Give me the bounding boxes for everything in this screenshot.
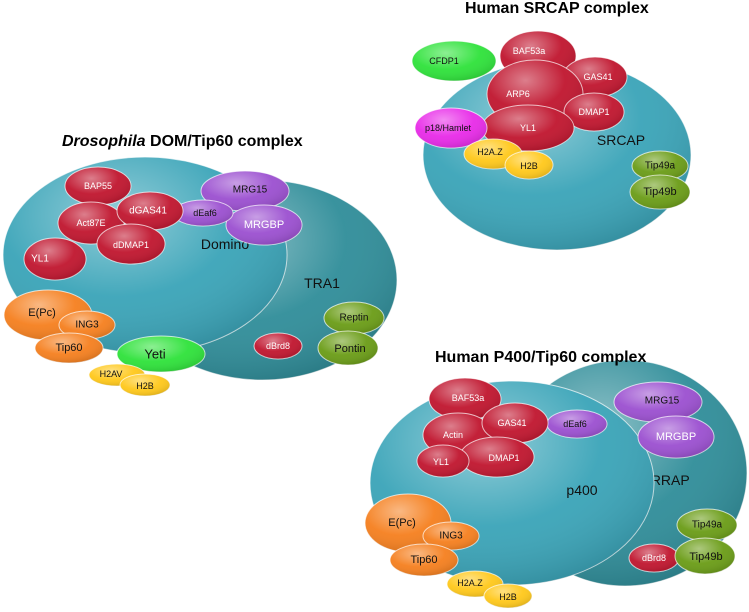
dros-yeti-label: Yeti	[144, 347, 165, 362]
p400-h2b-label: H2B	[499, 592, 517, 602]
p400-subunit-tip49b: Tip49b	[674, 537, 736, 575]
dros-h2av-label: H2AV	[100, 369, 123, 379]
p400-subunit-ing3: ING3	[422, 521, 480, 551]
srcap-subunit-tip49a: Tip49a	[631, 150, 689, 182]
p400-ing3-label: ING3	[439, 531, 463, 542]
p400-gas41-label: GAS41	[497, 418, 526, 428]
dros-subunit-dgas41: dGAS41	[116, 191, 184, 231]
dros-act87e-label: Act87E	[76, 218, 105, 228]
p400-subunit-tip60: Tip60	[389, 543, 459, 577]
dros-dbrd8-label: dBrd8	[266, 341, 290, 351]
dros-tip60-label: Tip60	[55, 342, 82, 354]
dros-yl1-label: YL1	[31, 254, 49, 265]
p400-subunit-deaf6: dEaf6	[546, 409, 608, 439]
dros-deaf6-label: dEaf6	[193, 208, 217, 218]
dros-mrg15-label: MRG15	[233, 185, 268, 196]
drosophila-complex: TRA1 Domino MRG15 MRGBP dEaf6 BAP55 Act8…	[2, 156, 398, 397]
srcap-p18hamlet-label: p18/Hamlet	[425, 123, 472, 133]
dros-subunit-deaf6: dEaf6	[172, 199, 234, 227]
dros-mrgbp-label: MRGBP	[244, 219, 284, 231]
dros-pontin-label: Pontin	[334, 343, 365, 355]
dros-subunit-ing3: ING3	[58, 310, 116, 340]
p400-actin-label: Actin	[443, 430, 463, 440]
dros-subunit-tip60: Tip60	[34, 332, 104, 364]
p400-epc-label: E(Pc)	[388, 517, 416, 529]
p400-subunit-baf53a: BAF53a	[428, 377, 502, 421]
domino-label: Domino	[201, 236, 249, 252]
srcap-h2b-label: H2B	[520, 161, 538, 171]
srcap-subunit-p18hamlet: p18/Hamlet	[414, 107, 488, 149]
dros-subunit-yl1: YL1	[23, 237, 87, 281]
p400-tip49a-label: Tip49a	[692, 520, 723, 531]
srcap-yl1-label: YL1	[520, 123, 536, 133]
p400-complex: TRRAP p400 MRG15 MRGBP dEaf6 BAF53a Acti…	[364, 359, 748, 609]
dros-ddmap1-label: dDMAP1	[113, 240, 149, 250]
p400-dbrd8-label: dBrd8	[642, 553, 666, 563]
srcap-tip49a-label: Tip49a	[645, 161, 676, 172]
drosophila-title: Drosophila DOM/Tip60 complex	[62, 133, 303, 151]
srcap-subunit-h2b: H2B	[504, 150, 554, 180]
p400-subunit-dbrd8: dBrd8	[628, 543, 680, 573]
srcap-subunit-dmap1: DMAP1	[563, 92, 625, 132]
srcap-label: SRCAP	[597, 132, 645, 148]
p400-yl1-label: YL1	[433, 457, 449, 467]
p400-mrg15-label: MRG15	[645, 396, 680, 407]
dros-ing3-label: ING3	[75, 320, 99, 331]
srcap-gas41-label: GAS41	[583, 72, 612, 82]
p400-tip60-label: Tip60	[410, 554, 437, 566]
p400-subunit-yl1: YL1	[416, 444, 470, 478]
p400-subunit-mrg15: MRG15	[613, 381, 703, 423]
p400-mrgbp-label: MRGBP	[656, 431, 696, 443]
srcap-dmap1-label: DMAP1	[578, 107, 609, 117]
dros-subunit-h2b: H2B	[119, 373, 171, 397]
dros-epc-label: E(Pc)	[28, 307, 56, 319]
dros-subunit-bap55: BAP55	[64, 166, 132, 206]
srcap-subunit-cfdp1: CFDP1	[411, 40, 497, 82]
srcap-title: Human SRCAP complex	[465, 0, 649, 17]
srcap-scaffold: SRCAP	[422, 59, 692, 251]
dros-subunit-mrg15: MRG15	[200, 170, 290, 212]
p400-tip49b-label: Tip49b	[689, 551, 722, 563]
p400-subunit-mrgbp: MRGBP	[637, 415, 715, 459]
drosophila-title-rest: DOM/Tip60 complex	[145, 133, 303, 150]
dros-h2b-label: H2B	[136, 381, 154, 391]
dros-subunit-ddmap1: dDMAP1	[96, 223, 166, 265]
srcap-complex: SRCAP CFDP1 BAF53a GAS41 ARP6 DMAP1 YL1	[411, 30, 692, 251]
p400-title: Human P400/Tip60 complex	[435, 349, 647, 366]
p400-dmap1-label: DMAP1	[488, 453, 519, 463]
dros-subunit-mrgbp: MRGBP	[225, 204, 303, 246]
srcap-tip49b-label: Tip49b	[643, 186, 676, 198]
p400-subunit-gas41: GAS41	[481, 402, 549, 444]
srcap-subunit-yl1: YL1	[481, 104, 575, 152]
dros-reptin-label: Reptin	[340, 313, 369, 324]
dros-subunit-pontin: Pontin	[317, 330, 379, 366]
tra1-label: TRA1	[304, 275, 340, 291]
srcap-h2az-label: H2A.Z	[477, 147, 503, 157]
p400-baf53a-label: BAF53a	[452, 393, 485, 403]
dros-bap55-label: BAP55	[84, 181, 112, 191]
dros-dgas41-label: dGAS41	[129, 206, 167, 217]
srcap-arp6-label: ARP6	[506, 89, 530, 99]
p400-subunit-h2b: H2B	[483, 583, 533, 609]
p400-subunit-tip49a: Tip49a	[676, 508, 738, 542]
drosophila-title-italic: Drosophila	[62, 133, 146, 150]
dros-subunit-yeti: Yeti	[116, 335, 206, 373]
p400-subunit-dmap1: DMAP1	[459, 436, 535, 478]
p400-h2az-label: H2A.Z	[457, 578, 483, 588]
srcap-subunit-tip49b: Tip49b	[629, 174, 691, 210]
srcap-baf53a-label: BAF53a	[513, 46, 546, 56]
p400-label: p400	[566, 482, 597, 498]
p400-deaf6-label: dEaf6	[563, 419, 587, 429]
dros-subunit-dbrd8: dBrd8	[253, 332, 303, 360]
dros-subunit-reptin: Reptin	[323, 301, 385, 335]
srcap-cfdp1-label: CFDP1	[429, 56, 459, 66]
